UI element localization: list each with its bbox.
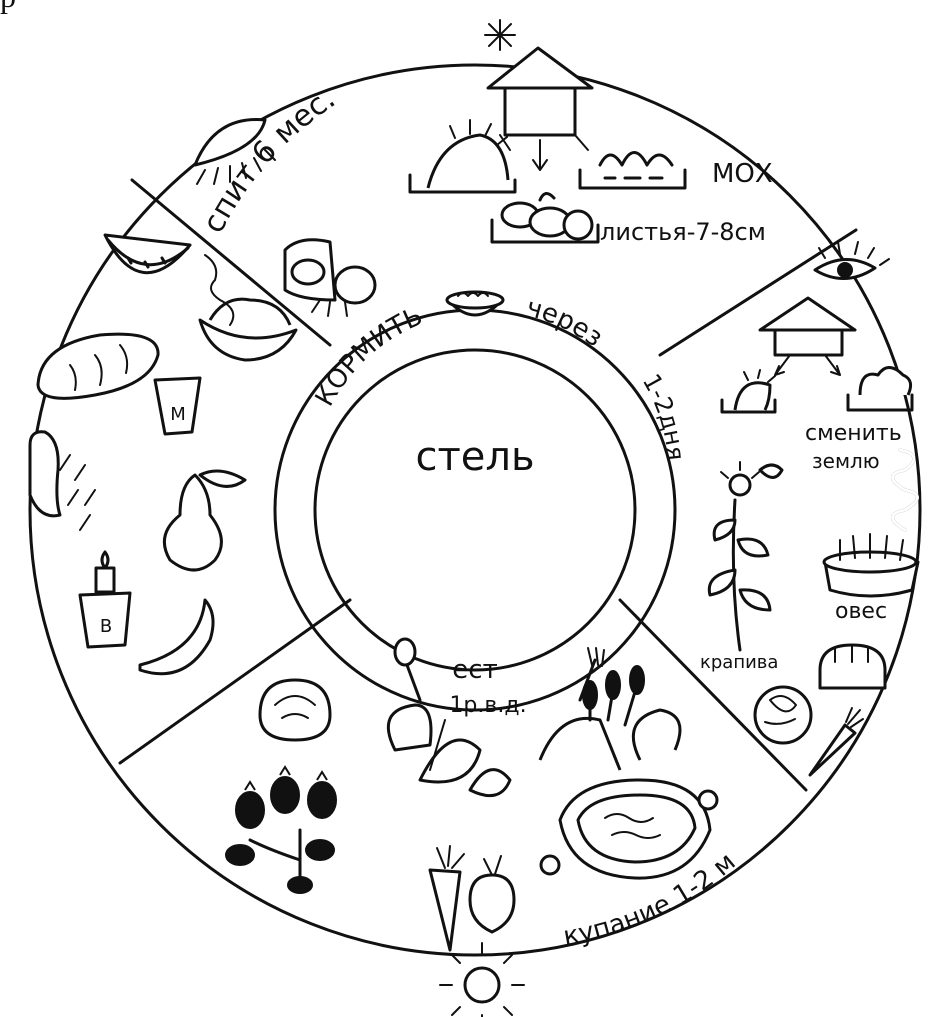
rain-cloud-icon [30, 432, 95, 530]
worm-icon [893, 450, 918, 530]
outer-circle [30, 65, 920, 955]
vitamin-letter: В [100, 616, 112, 637]
days-label: 1-2дня [637, 369, 690, 462]
oats-label: овес [835, 599, 887, 624]
inner-circle [315, 350, 635, 670]
milk-cup-icon: М [155, 378, 200, 434]
soil-label: землю [812, 449, 880, 473]
hedgehog-awake-icon [722, 370, 775, 412]
berry-bush-icon [540, 666, 680, 770]
bread-loaf-icon [820, 645, 885, 688]
cabbage-icon-right [755, 687, 811, 743]
eye-closed-icon [285, 240, 375, 316]
carrot-icon-bottom [430, 846, 464, 950]
beetroot-icon [470, 856, 514, 932]
leaves-label: листья-7-8см [600, 218, 766, 246]
eats-label: ест [452, 655, 497, 685]
cabbage-icon-left [260, 680, 330, 740]
berry-plant-icon [226, 767, 336, 893]
moss-label: МОХ [712, 159, 773, 189]
watermelon-icon [105, 235, 190, 273]
nettle-label: крапива [700, 652, 778, 673]
bread-icon [38, 334, 158, 398]
feed-label: КОРМИТЬ [310, 301, 427, 411]
lettuce-icon [388, 705, 510, 796]
change-label: сменить [805, 421, 902, 446]
spoon-icon [395, 639, 420, 700]
vitamin-jar-icon: В [80, 552, 130, 647]
hedgehog-sleeping-icon [410, 120, 515, 192]
snowflake-icon [485, 20, 515, 50]
pear-icon [164, 471, 245, 570]
banana-icon [140, 600, 213, 674]
nettle-plant-icon [709, 462, 782, 650]
hay-basket-icon [200, 255, 296, 360]
milk-letter: М [170, 404, 186, 425]
center-label: стель [415, 434, 534, 480]
leaves-pile-icon [492, 193, 598, 242]
every-label: через [523, 293, 608, 354]
moss-icon [580, 153, 685, 189]
bush-icon [848, 368, 912, 411]
times-per-day-label: 1р.в.д. [449, 693, 526, 718]
oats-basket-icon [824, 534, 918, 596]
house-open-icon [760, 298, 855, 375]
bath-tub-icon [541, 780, 717, 878]
